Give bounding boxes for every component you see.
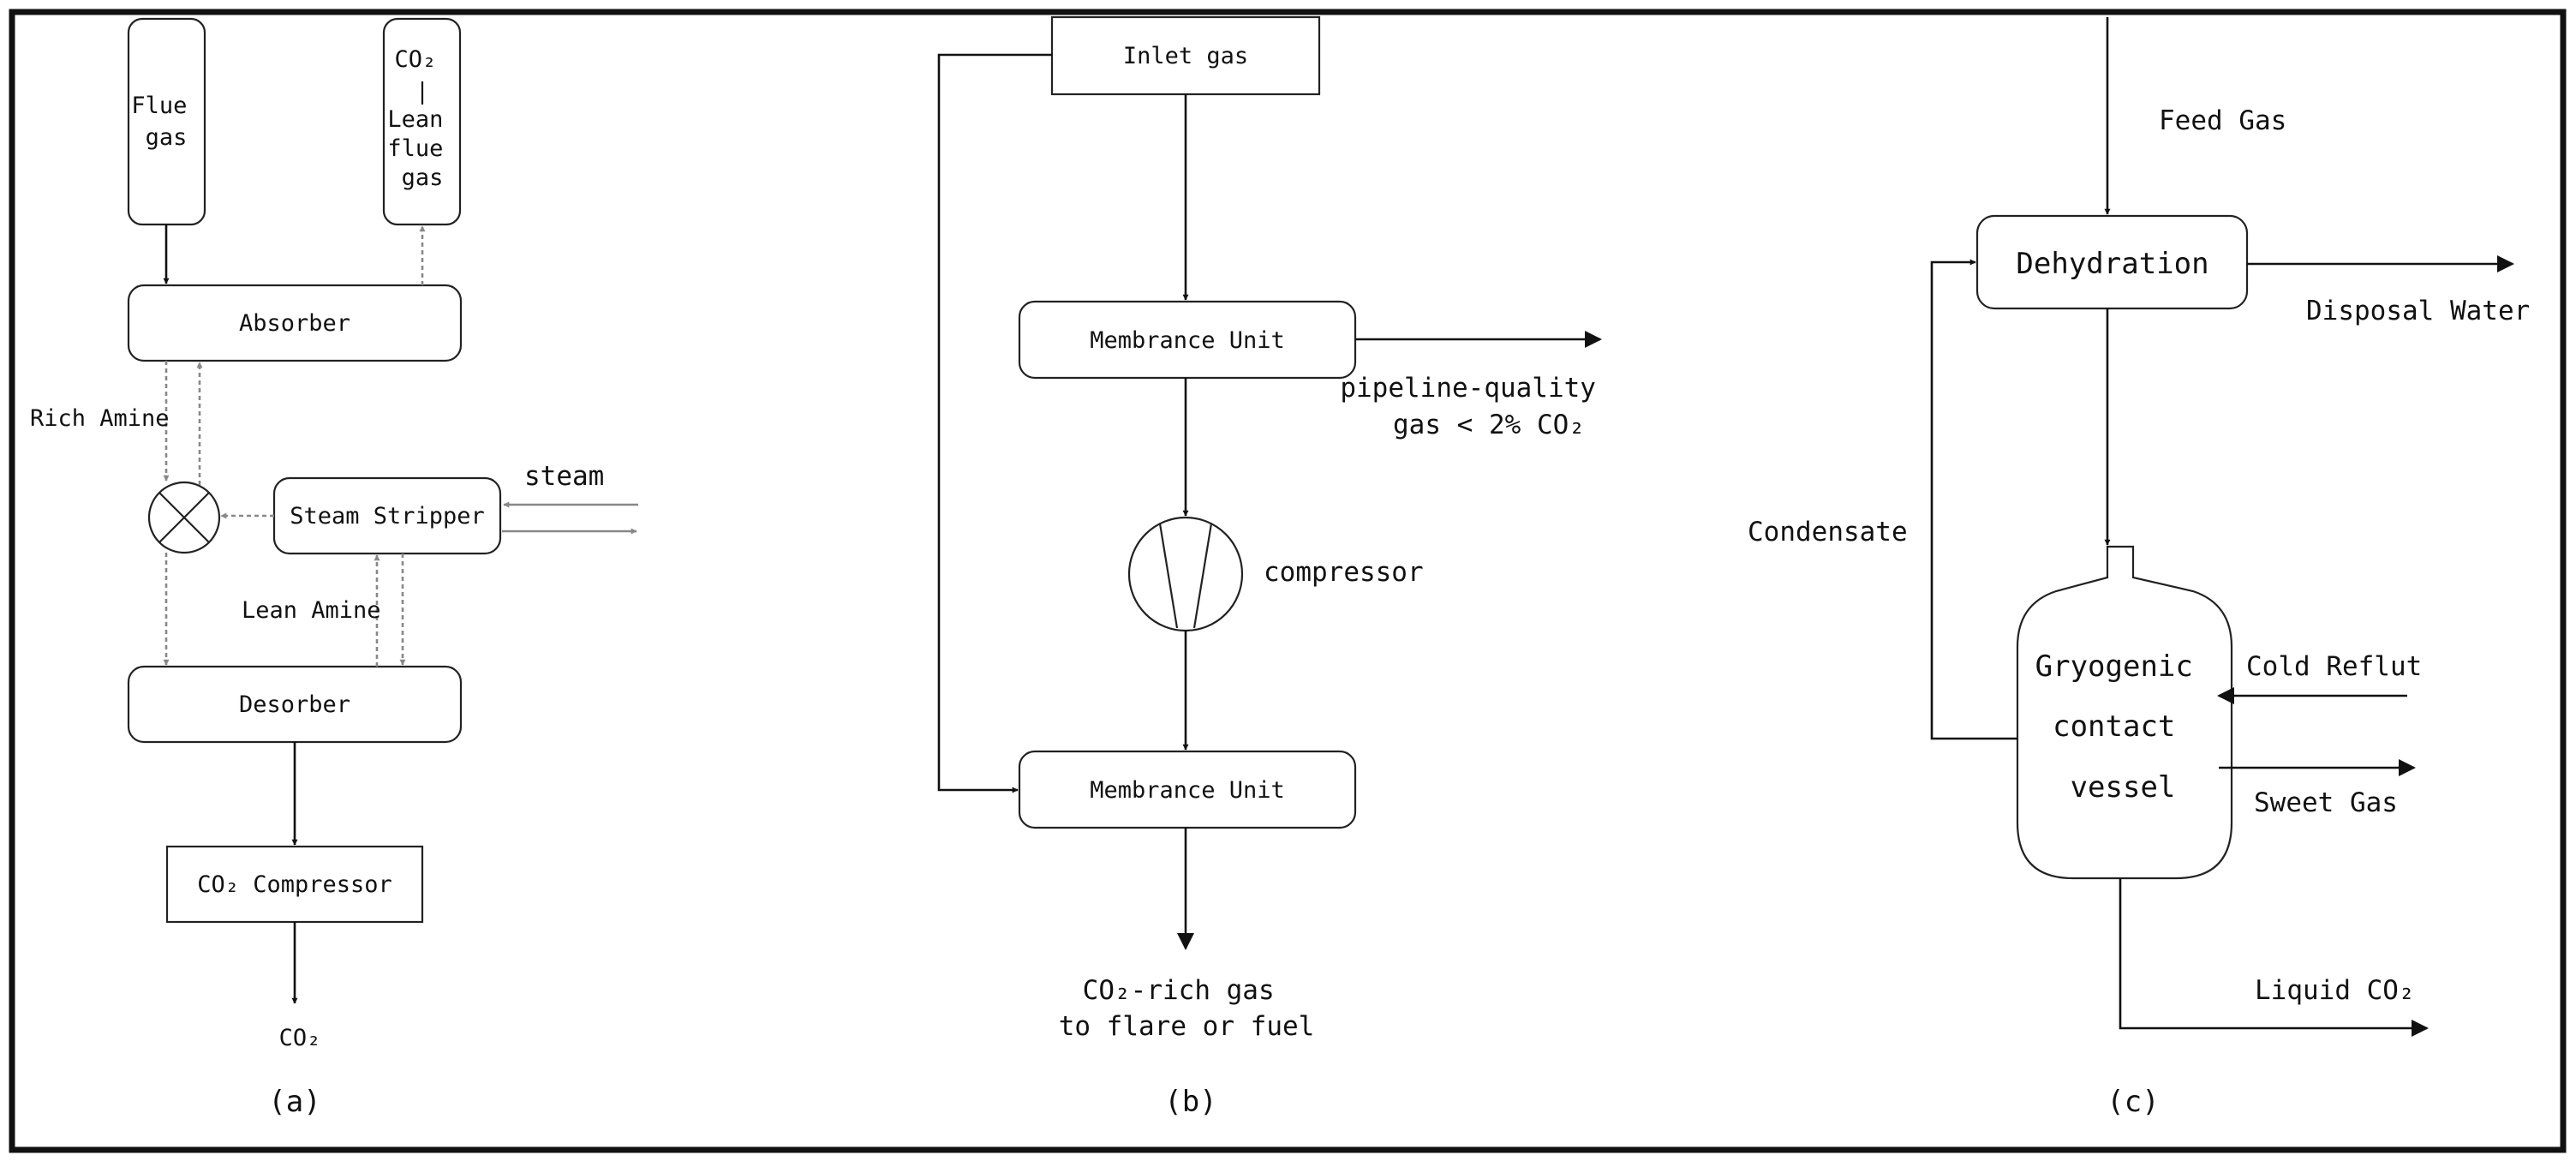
cryogenic-vessel-label: Gryogenic contact vessel bbox=[2035, 649, 2211, 805]
membrane-unit-1-label: Membrance Unit bbox=[1090, 327, 1285, 354]
flue-gas-label: Flue gas bbox=[131, 93, 200, 151]
inlet-gas-label: Inlet gas bbox=[1123, 43, 1248, 69]
steam-label: steam bbox=[524, 461, 604, 492]
compressor-label: compressor bbox=[1264, 557, 1424, 588]
outer-frame bbox=[9, 9, 2567, 1153]
co2-lean-flue-gas-box bbox=[382, 17, 462, 226]
sweet-gas-label: Sweet Gas bbox=[2254, 787, 2398, 818]
lean-amine-label: Lean Amine bbox=[242, 597, 381, 624]
panel-b: Inlet gas Membrance Unit pipeline-qualit… bbox=[937, 15, 1611, 1119]
co2-compressor-label: CO₂ Compressor bbox=[197, 871, 392, 898]
caption-b: (b) bbox=[1164, 1085, 1216, 1119]
co2-product-label: CO₂ bbox=[279, 1025, 321, 1051]
cryogenic-vessel bbox=[2016, 545, 2233, 880]
compressor-symbol bbox=[1127, 516, 1244, 632]
disposal-water-label: Disposal Water bbox=[2306, 296, 2530, 326]
flue-gas-box bbox=[127, 17, 206, 226]
cold-reflut-label: Cold Reflut bbox=[2246, 651, 2422, 682]
co2-compressor-box bbox=[165, 845, 424, 924]
liquid-co2-arrow bbox=[2119, 878, 2429, 1037]
compressor-line-left bbox=[1158, 523, 1179, 629]
bypass-line-arrow bbox=[937, 53, 1052, 793]
pipeline-quality-label: pipeline-quality gas < 2% CO₂ bbox=[1340, 373, 1611, 440]
caption-a: (a) bbox=[268, 1085, 320, 1119]
exchanger-cross-2 bbox=[158, 492, 210, 543]
condensate-label: Condensate bbox=[1748, 517, 1908, 548]
condensate-recycle-arrow bbox=[1930, 259, 2017, 740]
dehydration-label: Dehydration bbox=[2016, 247, 2208, 281]
absorber-box bbox=[127, 284, 463, 362]
rich-amine-label: Rich Amine bbox=[30, 405, 170, 432]
panel-a: Flue gas CO₂ Lean flue gas Absorber Rich… bbox=[30, 17, 638, 1119]
co2-lean-flue-gas-label: CO₂ Lean flue gas bbox=[387, 46, 457, 191]
steam-stripper-label: Steam Stripper bbox=[290, 503, 485, 530]
panel-c: Feed Gas Dehydration Disposal Water Gryo… bbox=[1748, 17, 2530, 1119]
desorber-label: Desorber bbox=[239, 691, 350, 718]
liquid-co2-label: Liquid CO₂ bbox=[2255, 975, 2415, 1006]
co2-rich-label: CO₂-rich gas to flare or fuel bbox=[1059, 975, 1315, 1042]
dehydration-box bbox=[1975, 214, 2249, 310]
membrane-unit-2-box bbox=[1018, 750, 1357, 829]
feed-gas-label: Feed Gas bbox=[2159, 105, 2286, 136]
inlet-gas-box bbox=[1050, 15, 1321, 96]
absorber-label: Absorber bbox=[239, 310, 350, 337]
caption-c: (c) bbox=[2107, 1085, 2159, 1119]
compressor-line-right bbox=[1192, 523, 1213, 629]
membrane-unit-2-label: Membrance Unit bbox=[1090, 777, 1285, 804]
